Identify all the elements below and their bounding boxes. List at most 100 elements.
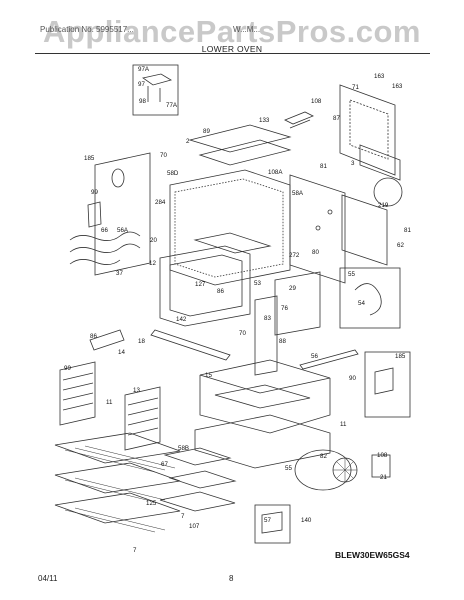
callout-label: 81 [404, 227, 411, 234]
callout-label: 81 [320, 163, 327, 170]
callout-label: 163 [374, 73, 385, 80]
callout-label: 86 [217, 288, 224, 295]
callout-label: 14 [118, 349, 125, 356]
part-58a-right-side-panel [289, 174, 346, 284]
part-11-rack-slides [127, 397, 159, 436]
callout-label: 37 [116, 270, 123, 277]
callout-label: 7 [133, 547, 137, 554]
part-67-bake-element [163, 447, 232, 466]
callout-label: 99 [64, 365, 71, 372]
callout-label: 87 [333, 115, 340, 122]
part-99-left-bracket [87, 201, 102, 228]
callout-label: 66 [101, 227, 108, 234]
callout-label: 284 [155, 199, 166, 206]
section-title: LOWER OVEN [201, 44, 263, 54]
oven-rack-1 [54, 432, 181, 464]
part-133-top-frame [188, 124, 292, 153]
callout-label: 97A [138, 66, 150, 73]
callout-label: 82 [320, 453, 327, 460]
callout-label: 54 [358, 300, 365, 307]
part-70-rear-panel [274, 271, 321, 336]
callout-label: 185 [84, 155, 95, 162]
part-58a-hole-2 [315, 225, 321, 231]
callout-label: 58D [167, 170, 179, 177]
callout-label: 18 [138, 338, 145, 345]
oven-rack-3 [54, 492, 181, 524]
callout-label: 62 [397, 242, 404, 249]
part-57-plate [159, 491, 236, 512]
callout-label: 55 [285, 465, 292, 472]
part-70-left-side-panel [94, 152, 151, 276]
callout-label: 219 [378, 202, 389, 209]
callout-label: 83 [264, 315, 271, 322]
part-76-door-frame [159, 245, 251, 327]
callout-label: 3 [351, 160, 355, 167]
callout-label: 12 [149, 260, 156, 267]
callout-label: 163 [392, 83, 403, 90]
part-89-top-rail [198, 139, 292, 166]
callout-label: 133 [259, 117, 270, 124]
footer-page-number: 8 [229, 574, 234, 583]
watermark-text: AppliancePartsPros.com [43, 14, 421, 49]
part-108-component [284, 111, 314, 129]
footer-date: 04/11 [38, 574, 58, 583]
part-140-inset-box [254, 504, 291, 544]
part-58b-bake-recess [214, 384, 311, 409]
callout-label: 56A [117, 227, 129, 234]
callout-label: 86 [90, 333, 97, 340]
callout-label: 108 [311, 98, 322, 105]
callout-label: 89 [203, 128, 210, 135]
part-97-bracket [142, 73, 173, 102]
oven-rack-wires [64, 445, 176, 533]
publication-header: Publication No. 5995517... [40, 25, 134, 34]
callout-label: 70 [160, 152, 167, 159]
callout-label: 272 [289, 252, 300, 259]
part-81-right-panel [341, 194, 388, 266]
part-70-panel-cutout [111, 168, 125, 188]
callout-label: 90 [349, 375, 356, 382]
part-83-support [254, 295, 278, 376]
callout-label: 77A [166, 102, 178, 109]
part-99-right-trim [299, 349, 359, 370]
title-rule [35, 53, 430, 54]
callout-label: 107 [189, 523, 200, 530]
part-55-cover [168, 470, 237, 489]
part-58a-hole [327, 209, 333, 215]
callout-label: 11 [340, 421, 347, 428]
part-58d-oven-cavity [169, 169, 291, 286]
part-15-switch [374, 367, 394, 395]
callout-label: 108A [268, 169, 283, 176]
callout-label: 57 [264, 517, 271, 524]
callout-label: 98 [139, 98, 146, 105]
callout-label: 97 [138, 81, 145, 88]
part-219-detail-circle [373, 177, 403, 207]
callout-label: 13 [133, 387, 140, 394]
callout-label: 125 [146, 500, 157, 507]
callout-label: 185 [395, 353, 406, 360]
part-11-right-rack-support [124, 386, 161, 451]
part-58b-bottom-pan [199, 375, 331, 434]
callout-label: 15 [205, 372, 212, 379]
part-15-inset-box [364, 351, 411, 418]
callout-label: 11 [106, 399, 113, 406]
callout-label: 55 [348, 271, 355, 278]
part-13-left-rack-support [59, 361, 96, 426]
part-58b-bottom-pan-top [199, 359, 331, 394]
callout-label: 76 [281, 305, 288, 312]
part-97-inset-box [132, 64, 179, 116]
callout-label: 140 [301, 517, 312, 524]
part-76-door-inner [169, 254, 243, 317]
part-125-fan-motor [371, 454, 391, 478]
part-53-sensor-wire [354, 283, 382, 316]
part-3-mount [359, 144, 401, 181]
part-87-back-panel [339, 84, 396, 176]
callout-label: 20 [150, 237, 157, 244]
part-55-inset-box [339, 267, 401, 329]
callout-label: 21 [380, 474, 387, 481]
callout-label: 71 [352, 84, 359, 91]
part-82-lower-frame [194, 414, 331, 469]
part-140-bracket [261, 511, 283, 534]
callout-label: 7 [181, 513, 185, 520]
